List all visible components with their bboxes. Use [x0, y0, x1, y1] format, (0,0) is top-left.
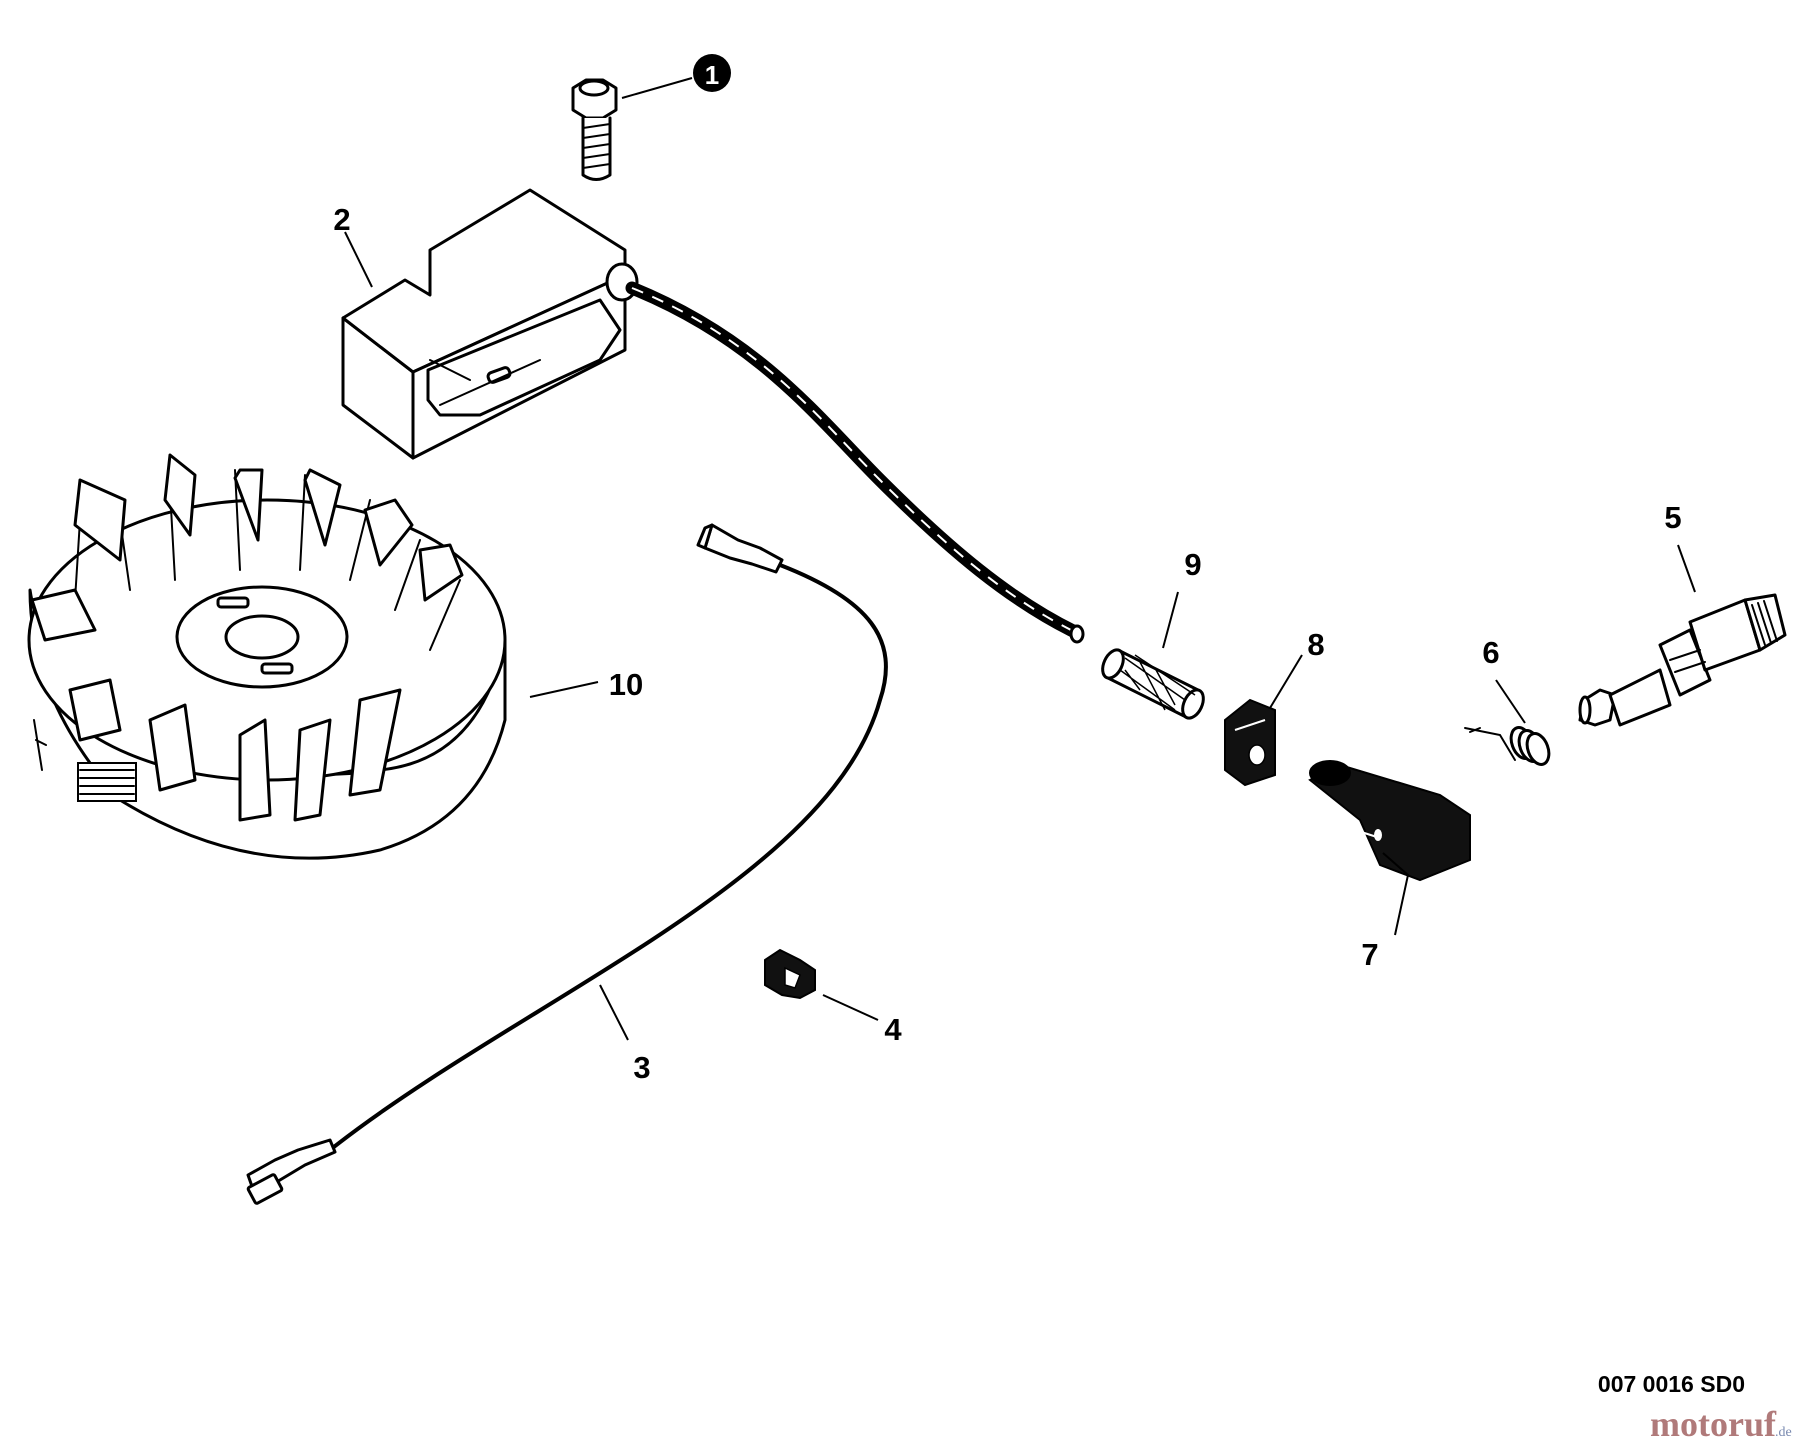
flywheel-part: [27, 453, 507, 860]
bolt-part: [571, 78, 618, 181]
callout-1: 1: [705, 60, 719, 90]
wire-clip-part: [764, 948, 816, 1000]
ignition-module-part: [341, 188, 639, 460]
spark-plug-boot-part: [1308, 760, 1471, 882]
callout-2: 2: [333, 202, 350, 237]
callout-4: 4: [884, 1012, 902, 1047]
callout-circle: [693, 54, 731, 92]
callout-8: 8: [1307, 627, 1324, 662]
terminal-insulator-part: [1224, 698, 1276, 787]
callout-3: 3: [633, 1050, 650, 1085]
callout-7: 7: [1361, 937, 1378, 972]
callout-labels: 1 2 3 4 5 6 7 8 9 10: [333, 54, 1682, 1085]
leader-lines: [344, 77, 1696, 1041]
spring-part: [1464, 726, 1551, 766]
callout-9: 9: [1184, 547, 1201, 582]
watermark-logo: motoruf .de: [1650, 1404, 1792, 1444]
spark-plug-part: [1578, 593, 1787, 727]
svg-text:motoruf: motoruf: [1650, 1404, 1777, 1444]
callout-10: 10: [609, 667, 643, 702]
wire-sleeve-part: [1101, 648, 1205, 720]
drawing-code: 007 0016 SD0: [1598, 1371, 1745, 1397]
ground-wire-part: [246, 523, 888, 1205]
svg-text:.de: .de: [1775, 1425, 1792, 1440]
ignition-lead-wire: [625, 281, 1085, 644]
callout-6: 6: [1482, 635, 1499, 670]
callout-5: 5: [1664, 500, 1681, 535]
